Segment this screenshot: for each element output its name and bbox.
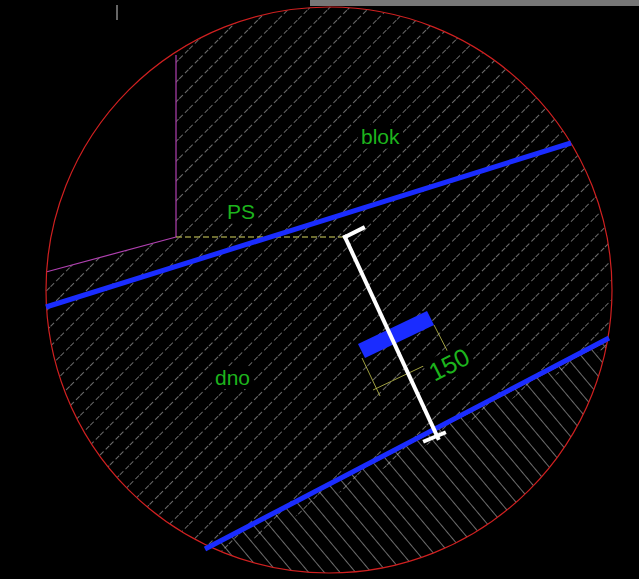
region-label: dno xyxy=(212,366,253,389)
hatch-gap xyxy=(180,330,639,579)
photo-strip xyxy=(310,0,639,6)
stray-mark xyxy=(117,5,118,20)
bottom-edge xyxy=(46,237,176,272)
block-edge xyxy=(175,55,176,237)
thickness-bracket xyxy=(345,228,444,441)
region-label: blok xyxy=(358,125,403,148)
ps-line xyxy=(176,237,345,238)
upper-membrane xyxy=(46,143,571,307)
detail-circle xyxy=(46,7,612,573)
region-label: PS xyxy=(224,200,258,223)
subsoil-hatch xyxy=(180,330,639,579)
